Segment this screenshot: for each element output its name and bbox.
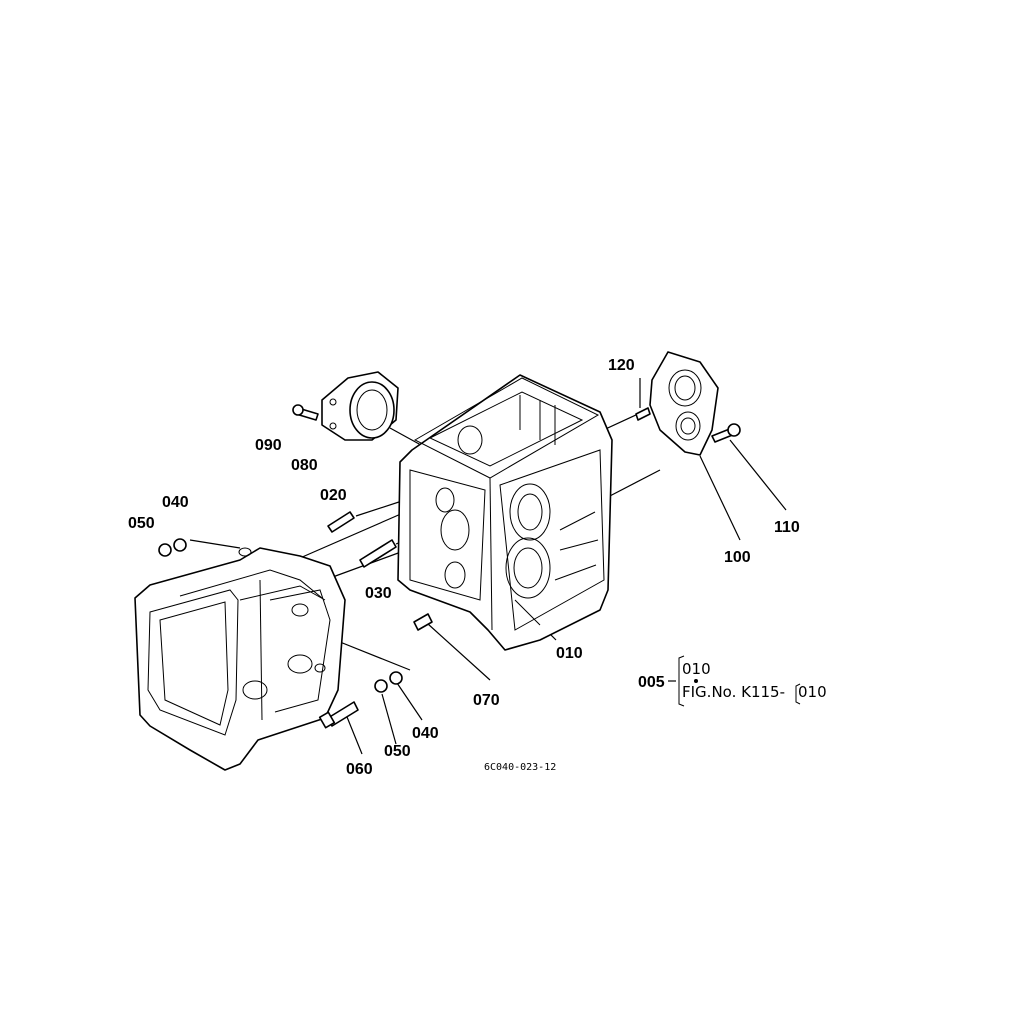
label-100: 100	[724, 549, 751, 566]
fig-number-item: 010	[798, 683, 827, 701]
label-020: 020	[320, 487, 347, 504]
label-050-lower: 050	[384, 743, 411, 760]
rear-housing	[134, 547, 346, 771]
label-110: 110	[774, 519, 800, 536]
label-060: 060	[346, 761, 373, 778]
reference-item: 010	[682, 660, 711, 678]
label-050-upper: 050	[128, 515, 155, 532]
cover-plate	[649, 351, 719, 456]
label-010: 010	[556, 645, 583, 662]
label-080: 080	[291, 457, 318, 474]
label-070: 070	[473, 692, 500, 709]
label-040-upper: 040	[162, 494, 189, 511]
fig-number-text: FIG.No. K115-	[682, 683, 785, 701]
bearing-holder	[321, 371, 399, 441]
assembly-number: 005	[638, 674, 665, 691]
drawing-code: 6C040-023-12	[484, 762, 556, 773]
transmission-case	[397, 374, 613, 651]
reference-dot	[694, 679, 698, 683]
label-120: 120	[608, 357, 635, 374]
fasteners	[158, 404, 741, 729]
label-040-lower: 040	[412, 725, 439, 742]
figure-reference: 005 010 FIG.No. K115- 010	[638, 655, 827, 707]
label-090: 090	[255, 437, 282, 454]
label-030: 030	[365, 585, 392, 602]
